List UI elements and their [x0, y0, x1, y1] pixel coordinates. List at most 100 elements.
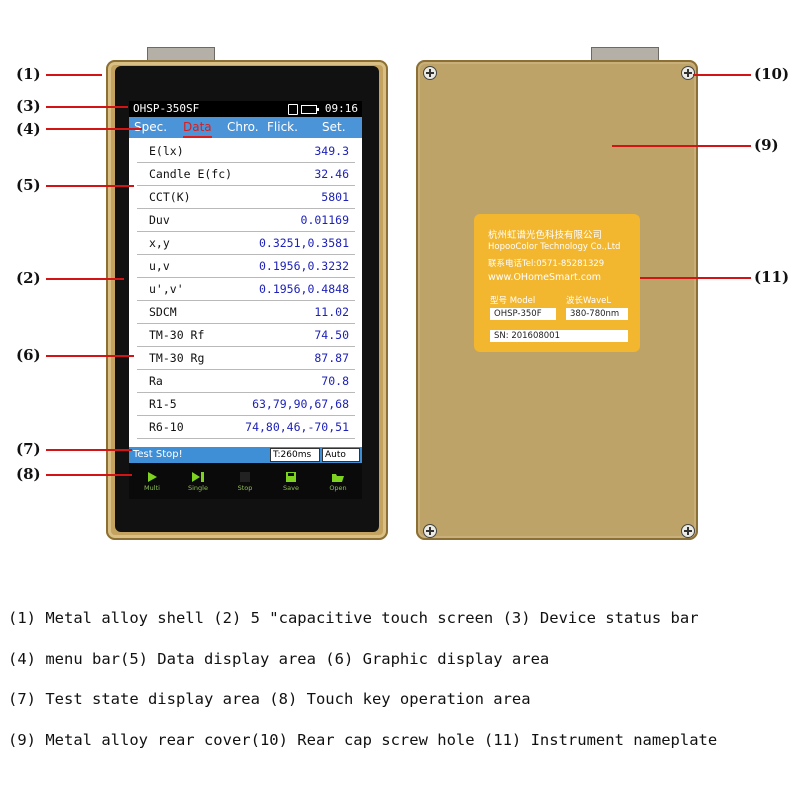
stop-key[interactable]: Stop [225, 466, 265, 496]
status-time: 09:16 [324, 102, 358, 115]
row-label: TM-30 Rf [149, 328, 205, 342]
open-icon [318, 468, 358, 484]
test-status: Test Stop! [133, 449, 183, 460]
instrument-nameplate: 杭州虹谱光色科技有限公司 HopooColor Technology Co.,L… [474, 214, 640, 352]
stop-icon [225, 468, 265, 484]
menu-bar: Spec. Data Chro. Flick. Set. [129, 117, 362, 138]
play-icon [132, 468, 172, 484]
multi-key[interactable]: Multi [132, 466, 172, 496]
callout-7: (7) [16, 440, 41, 458]
callout-arrow [46, 474, 132, 476]
screw-hole-icon [423, 524, 437, 538]
callout-arrow [640, 277, 751, 279]
callout-5: (5) [16, 176, 41, 194]
data-row: SDCM 11.02 [137, 300, 355, 324]
nameplate-company-cn: 杭州虹谱光色科技有限公司 [488, 230, 603, 241]
callout-4: (4) [16, 120, 41, 138]
nameplate-phone: 联系电话Tel:0571-85281329 [488, 259, 605, 269]
nameplate-serial: SN: 201608001 [490, 330, 628, 342]
front-top-connector [147, 47, 215, 64]
data-row: TM-30 Rg 87.87 [137, 346, 355, 370]
callout-arrow [46, 106, 128, 108]
save-key[interactable]: Save [271, 466, 311, 496]
callout-11: (11) [754, 268, 790, 286]
key-label: Open [329, 484, 347, 492]
nameplate-wave-label: 波长WaveL [566, 296, 612, 306]
callout-arrow [46, 185, 134, 187]
callout-arrow [46, 74, 102, 76]
data-row: R1-5 63,79,90,67,68 [137, 392, 355, 416]
callout-arrow [46, 355, 134, 357]
row-value: 349.3 [314, 144, 349, 158]
nameplate-model-value: OHSP-350F [490, 308, 556, 320]
callout-arrow [46, 128, 142, 130]
nameplate-model-label: 型号 Model [490, 296, 536, 306]
row-label: u',v' [149, 282, 184, 296]
caption-line: (1) Metal alloy shell (2) 5 "capacitive … [8, 609, 699, 627]
caption-line: (7) Test state display area (8) Touch ke… [8, 690, 531, 708]
test-state-bar: Test Stop! T:260ms Auto [129, 447, 362, 463]
data-row: Candle E(fc) 32.46 [137, 162, 355, 186]
data-row: E(lx)349.3 [137, 139, 355, 163]
touch-key-area: Multi Single Stop Save Open [129, 463, 362, 499]
row-label: R6-10 [149, 420, 184, 434]
row-label: TM-30 Rg [149, 351, 205, 365]
caption-line: (9) Metal alloy rear cover(10) Rear cap … [8, 731, 718, 749]
row-label: Candle E(fc) [149, 167, 233, 181]
sd-card-icon [288, 104, 298, 115]
tab-data[interactable]: Data [183, 117, 212, 138]
step-icon [178, 468, 218, 484]
test-time[interactable]: T:260ms [270, 448, 320, 462]
callout-arrow [46, 449, 132, 451]
row-label: x,y [149, 236, 170, 250]
row-value: 32.46 [314, 167, 349, 181]
screw-hole-icon [423, 66, 437, 80]
callout-9: (9) [754, 136, 779, 154]
key-label: Save [283, 484, 299, 492]
callout-2: (2) [16, 269, 41, 287]
callout-8: (8) [16, 465, 41, 483]
tab-spec[interactable]: Spec. [134, 120, 168, 134]
row-label: SDCM [149, 305, 177, 319]
battery-icon [301, 105, 319, 114]
single-key[interactable]: Single [178, 466, 218, 496]
tab-chro[interactable]: Chro. [227, 120, 259, 134]
data-row: CCT(K)5801 [137, 185, 355, 209]
row-value: 63,79,90,67,68 [252, 397, 349, 411]
row-label: R1-5 [149, 397, 177, 411]
key-label: Stop [237, 484, 253, 492]
callout-arrow [46, 278, 124, 280]
row-value: 0.1956,0.4848 [258, 282, 349, 296]
row-label: CCT(K) [149, 190, 191, 204]
nameplate-wave-value: 380-780nm [566, 308, 628, 320]
row-value: 87.87 [314, 351, 349, 365]
row-value: 0.01169 [300, 213, 349, 227]
row-value: 70.8 [321, 374, 349, 388]
callout-6: (6) [16, 346, 41, 364]
key-label: Multi [144, 484, 160, 492]
screw-hole-icon [681, 524, 695, 538]
row-value: 0.3251,0.3581 [258, 236, 349, 250]
callout-10: (10) [754, 65, 790, 83]
open-key[interactable]: Open [318, 466, 358, 496]
device-status-bar: OHSP-350SF 09:16 [129, 101, 362, 117]
row-value: 74.50 [314, 328, 349, 342]
test-mode[interactable]: Auto [322, 448, 360, 462]
data-row: u',v' 0.1956,0.4848 [137, 277, 355, 301]
row-label: u,v [149, 259, 170, 273]
tab-set[interactable]: Set. [322, 120, 346, 134]
key-label: Single [188, 484, 208, 492]
callout-3: (3) [16, 97, 41, 115]
row-value: 11.02 [314, 305, 349, 319]
capacitive-touch-screen: OHSP-350SF 09:16 Spec. Data Chro. Flick.… [129, 101, 362, 499]
rear-top-connector [591, 47, 659, 64]
device-model: OHSP-350SF [133, 102, 200, 115]
tab-flick[interactable]: Flick. [267, 120, 298, 134]
nameplate-website: www.OHomeSmart.com [488, 272, 602, 283]
nameplate-company-en: HopooColor Technology Co.,Ltd [488, 242, 621, 252]
save-icon [271, 468, 311, 484]
